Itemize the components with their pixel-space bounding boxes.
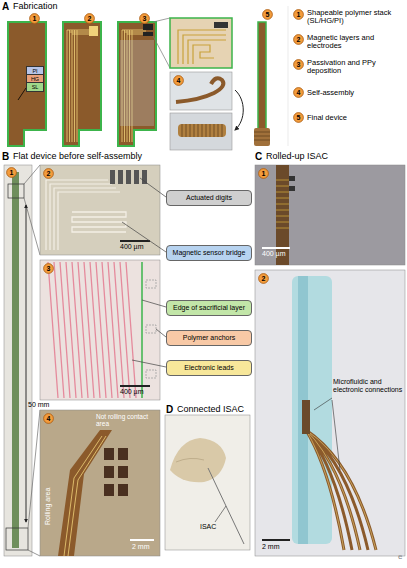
- step-number-circle: 2: [84, 13, 95, 24]
- panel-letter: B: [2, 151, 9, 162]
- step-number-circle: 4: [293, 87, 304, 98]
- panel-title: Fabrication: [13, 2, 58, 12]
- scale-bar-label: 2 mm: [132, 543, 150, 551]
- watermark: e: [398, 553, 402, 562]
- step-description: Shapeable polymer stack (SL/HG/PI): [307, 9, 405, 26]
- step-number-circle: 1: [258, 168, 269, 179]
- callout-box: Edge of sacrificial layer: [166, 300, 252, 316]
- step-description: Magnetic layers and electrodes: [307, 34, 405, 51]
- step-number-circle: 3: [139, 13, 150, 24]
- callout-box: Electronic leads: [166, 360, 252, 376]
- callout-number: 1: [293, 9, 304, 20]
- callout-number: 3: [293, 59, 304, 70]
- callout-number: 3: [139, 13, 150, 24]
- callout-number: 4: [173, 75, 184, 86]
- scale-bar-label: 400 µm: [120, 388, 144, 396]
- step-number-circle: 1: [293, 9, 304, 20]
- dimension: 50 mm: [28, 401, 49, 409]
- step-number-circle: 2: [43, 168, 54, 179]
- step-number-circle: 3: [293, 59, 304, 70]
- layer-name: SL: [27, 83, 43, 91]
- scale-bar-label: 400 µm: [120, 243, 144, 251]
- callout-box: Magnetic sensor bridge: [166, 245, 252, 261]
- panel-letter: A: [2, 1, 9, 12]
- step-description: Passivation and PPy deposition: [307, 59, 405, 76]
- callout-text: Actuated digits: [167, 191, 251, 205]
- panel-title: Flat device before self-assembly: [13, 152, 142, 162]
- step-number-circle: 4: [173, 75, 184, 86]
- panel-letter: D: [166, 404, 173, 415]
- callout-box: Polymer anchors: [166, 330, 252, 346]
- callout-number: 4: [293, 87, 304, 98]
- scale-bar-label: 2 mm: [262, 543, 280, 551]
- region-label: Rolling area: [44, 488, 52, 525]
- layer-box: SL: [26, 82, 44, 92]
- step-number-circle: 5: [293, 112, 304, 123]
- part-label: ISAC: [200, 523, 216, 531]
- callout-number: 3: [43, 263, 54, 274]
- region-label: Not rolling contact area: [96, 413, 158, 427]
- panel-letter: C: [255, 151, 262, 162]
- callout-text: Electronic leads: [167, 361, 251, 375]
- callout-number: 5: [293, 112, 304, 123]
- callout-text: Edge of sacrificial layer: [167, 301, 251, 315]
- step-number-circle: 2: [293, 34, 304, 45]
- callout-box: Actuated digits: [166, 190, 252, 206]
- step-number-circle: 4: [43, 413, 54, 424]
- callout-number: 2: [84, 13, 95, 24]
- callout-number: 1: [258, 168, 269, 179]
- callout-text: Magnetic sensor bridge: [167, 246, 251, 260]
- step-number-circle: 2: [258, 273, 269, 284]
- callout-number: 4: [43, 413, 54, 424]
- callout-number: 5: [262, 9, 273, 20]
- step-description: Final device: [307, 114, 405, 122]
- panel-title: Connected ISAC: [177, 405, 244, 415]
- callout-text: Microfluidic and electronic connections: [333, 378, 403, 393]
- panel-title: Rolled-up ISAC: [266, 152, 328, 162]
- callout-number: 1: [6, 167, 17, 178]
- callout-number: 2: [258, 273, 269, 284]
- scale-bar-label: 400 µm: [262, 250, 286, 258]
- step-number-circle: 5: [262, 9, 273, 20]
- step-description: Self-assembly: [307, 89, 405, 97]
- callout-number: 2: [43, 168, 54, 179]
- step-number-circle: 1: [29, 13, 40, 24]
- callout-number: 1: [29, 13, 40, 24]
- callout-text: Polymer anchors: [167, 331, 251, 345]
- step-number-circle: 1: [6, 167, 17, 178]
- step-number-circle: 3: [43, 263, 54, 274]
- callout-number: 2: [293, 34, 304, 45]
